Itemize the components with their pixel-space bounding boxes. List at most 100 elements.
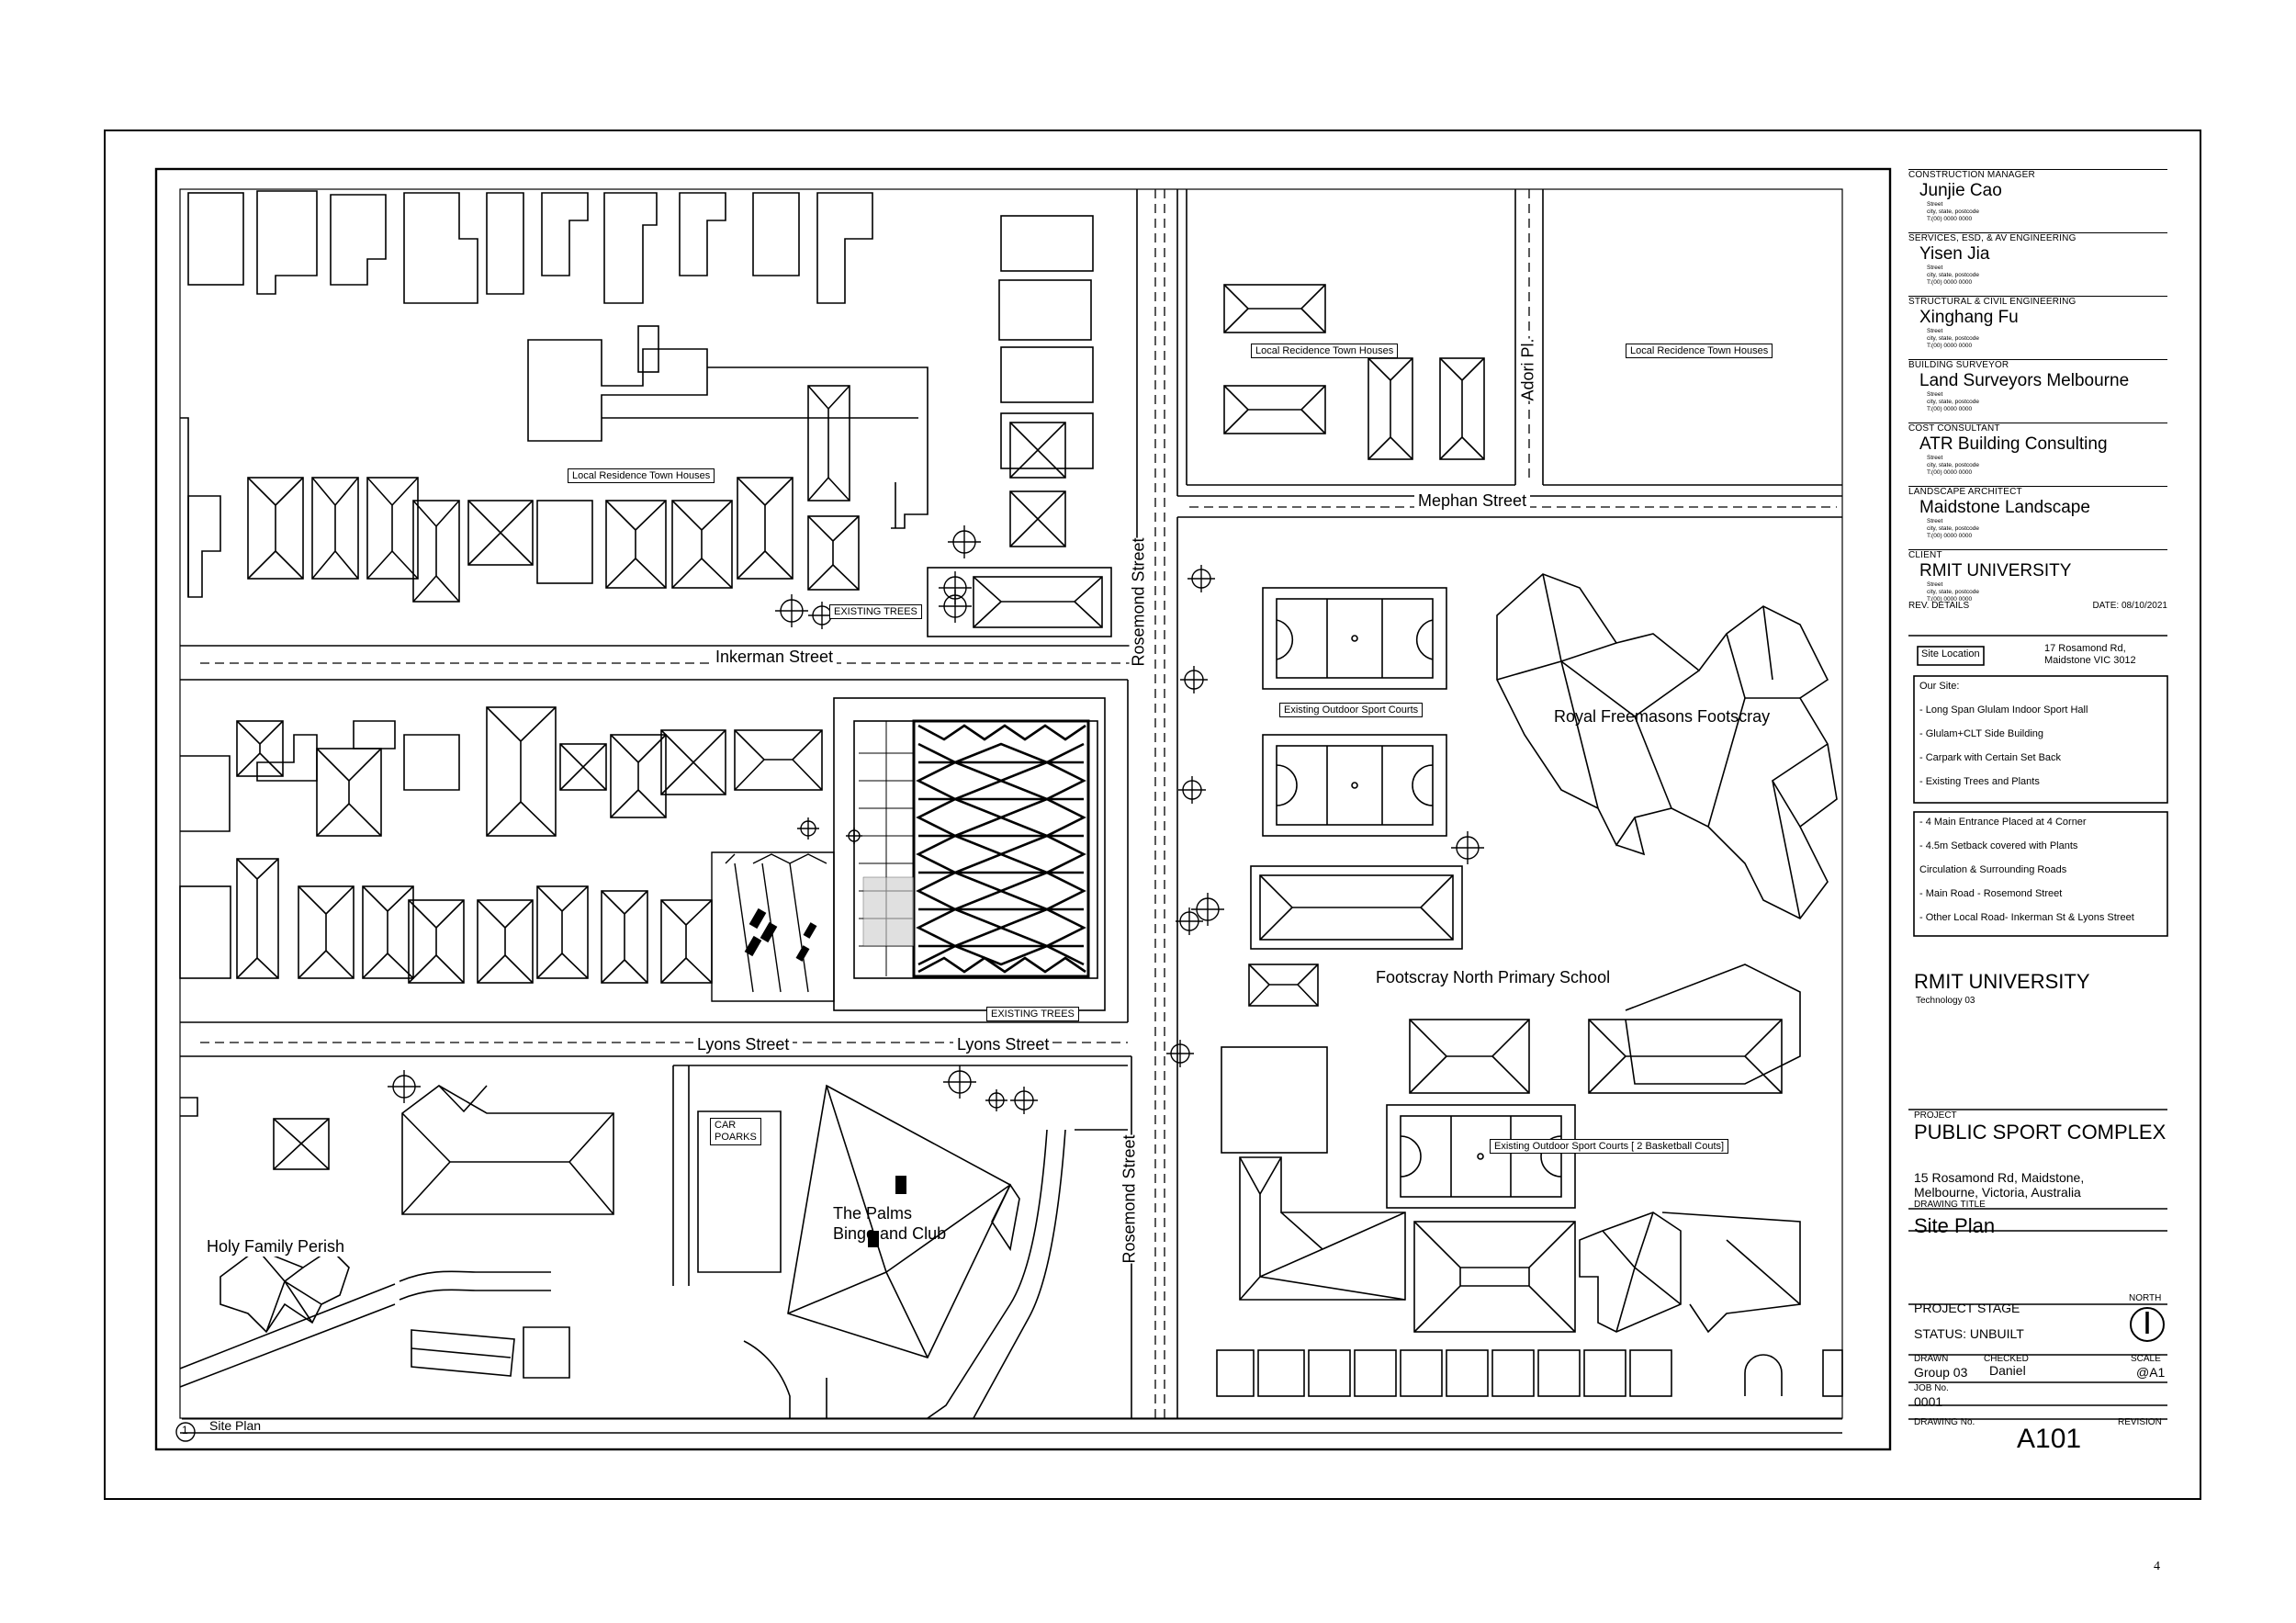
client-entry: CLIENT RMIT UNIVERSITY Street city, stat… [1908,549,2167,603]
holy-family-label: Holy Family Perish [207,1237,345,1257]
rev-row: REV. DETAILS DATE: 08/10/2021 [1908,601,2167,612]
adori-pl-label: Adori Pl. [1518,338,1538,401]
job-no-label: JOB No. [1914,1383,1949,1393]
our-site-item: - Glulam+CLT Side Building [1919,728,2044,739]
university-name: RMIT UNIVERSITY [1914,970,2090,993]
north-arrow-icon [2131,1308,2164,1341]
consultant-name: ATR Building Consulting [1919,434,2108,454]
proposed-sport-complex [711,697,1106,1011]
consultant-address: T:(00) 0000 0000 [1927,469,1973,476]
car-parks-label: CAR POARKS [710,1118,761,1145]
our-site-item: - Carpark with Certain Set Back [1919,752,2062,763]
note-item: - Main Road - Rosemond Street [1919,888,2063,899]
our-site-item: - Existing Trees and Plants [1919,776,2040,787]
car-parks-label-line2: POARKS [715,1132,757,1143]
north-label: NORTH [2129,1293,2162,1303]
page-number: 4 [2154,1560,2160,1573]
consultant-address: Street [1927,201,1943,208]
project-address-line1: 15 Rosamond Rd, Maidstone, [1914,1170,2085,1185]
tree-symbols [388,525,1484,1114]
lyons-street-label: Lyons Street [693,1035,793,1054]
note-item: - Other Local Road- Inkerman St & Lyons … [1919,912,2134,923]
consultant-address: Street [1927,518,1943,524]
consultant-role: CONSTRUCTION MANAGER [1908,170,2035,180]
palms-label-line1: The Palms [833,1204,913,1223]
consultant-role: COST CONSULTANT [1908,423,2000,434]
consultant-address: city, state, postcode [1927,589,1979,595]
consultant-role: STRUCTURAL & CIVIL ENGINEERING [1908,297,2077,307]
view-title: Site Plan [209,1418,262,1433]
note-item: - 4.5m Setback covered with Plants [1919,840,2078,851]
note-item: Circulation & Surrounding Roads [1919,864,2067,875]
existing-trees-label-2: EXISTING TREES [986,1007,1079,1021]
consultant-address: T:(00) 0000 0000 [1927,216,1973,222]
title-block-frame [175,635,2168,1442]
drawing-number: A101 [2017,1424,2082,1454]
consultant-role: SERVICES, ESD, & AV ENGINEERING [1908,233,2077,243]
consultant-address: city, state, postcode [1927,399,1979,405]
project-name: PUBLIC SPORT COMPLEX [1914,1121,2167,1144]
drawing-title-label: DRAWING TITLE [1914,1200,1986,1210]
drawn-value: Group 03 [1914,1365,1968,1380]
consultant-entry: BUILDING SURVEYOR Land Surveyors Melbour… [1908,359,2167,423]
drawing-no-label: DRAWING No. [1914,1417,1975,1427]
rosemond-street-label: Rosemond Street [1129,537,1149,667]
drawing-title: Site Plan [1914,1214,1996,1237]
consultant-entry: LANDSCAPE ARCHITECT Maidstone Landscape … [1908,486,2167,549]
consultant-address: T:(00) 0000 0000 [1927,533,1973,539]
site-location-label: Site Location [1921,648,1980,659]
local-residence-label-3: Local Residence Town Houses [568,468,715,483]
status-label: STATUS: UNBUILT [1914,1326,2024,1341]
course-name: Technology 03 [1916,996,1975,1006]
our-site-title: Our Site: [1919,681,1960,692]
consultant-address: T:(00) 0000 0000 [1927,343,1973,349]
consultant-address: Street [1927,581,1943,588]
job-no-value: 0001 [1914,1394,1943,1409]
consultant-address: T:(00) 0000 0000 [1927,406,1973,412]
lyons-street-label-2: Lyons Street [953,1035,1053,1054]
consultant-entry: SERVICES, ESD, & AV ENGINEERING Yisen Ji… [1908,232,2167,296]
mephan-street-label: Mephan Street [1414,491,1531,511]
existing-courts-label-2: Existing Outdoor Sport Courts [ 2 Basket… [1490,1139,1729,1154]
consultant-name: RMIT UNIVERSITY [1919,561,2072,580]
consultant-address: Street [1927,455,1943,461]
consultant-role: BUILDING SURVEYOR [1908,360,2009,370]
scale-value: @A1 [2136,1365,2166,1380]
consultant-entry: STRUCTURAL & CIVIL ENGINEERING Xinghang … [1908,296,2167,359]
our-site-item: - Long Span Glulam Indoor Sport Hall [1919,704,2088,716]
consultant-address: Street [1927,391,1943,398]
site-address-line1: 17 Rosamond Rd, [2044,643,2126,654]
note-item: - 4 Main Entrance Placed at 4 Corner [1919,817,2087,828]
drawn-label: DRAWN [1914,1354,1949,1364]
palms-label-line2: Bingo and Club [833,1224,947,1243]
consultant-name: Maidstone Landscape [1919,498,2090,517]
site-address-line2: Maidstone VIC 3012 [2044,655,2136,666]
consultant-name: Xinghang Fu [1919,308,2019,327]
revision-label: REVISION [2118,1417,2162,1427]
consultant-address: T:(00) 0000 0000 [1927,596,1973,603]
consultant-entry: CONSTRUCTION MANAGER Junjie Cao Street c… [1908,169,2167,232]
consultant-name: Yisen Jia [1919,244,1990,264]
site-map [179,188,1843,1419]
project-address-line2: Melbourne, Victoria, Australia [1914,1185,2081,1200]
consultant-address: city, state, postcode [1927,525,1979,532]
car-parks-label-line1: CAR [715,1120,737,1131]
consultant-address: city, state, postcode [1927,272,1979,278]
existing-courts-label-1: Existing Outdoor Sport Courts [1279,703,1424,717]
project-label: PROJECT [1914,1110,1957,1121]
checked-label: CHECKED [1984,1354,2029,1364]
local-residence-label-2: Local Recidence Town Houses [1626,344,1773,358]
consultant-role: LANDSCAPE ARCHITECT [1908,487,2022,497]
consultant-address: city, state, postcode [1927,335,1979,342]
drawing-frame [154,167,1892,1451]
consultant-address: city, state, postcode [1927,209,1979,215]
consultant-name: Land Surveyors Melbourne [1919,371,2130,390]
hip-roof-houses [247,385,1112,637]
consultant-address: T:(00) 0000 0000 [1927,279,1973,286]
consultant-address: city, state, postcode [1927,462,1979,468]
existing-trees-label-1: EXISTING TREES [829,604,922,619]
title-block: CONSTRUCTION MANAGER Junjie Cao Street c… [1908,169,2167,612]
footscray-north-primary-label: Footscray North Primary School [1376,968,1611,986]
local-residence-label-1: Local Recidence Town Houses [1251,344,1399,358]
